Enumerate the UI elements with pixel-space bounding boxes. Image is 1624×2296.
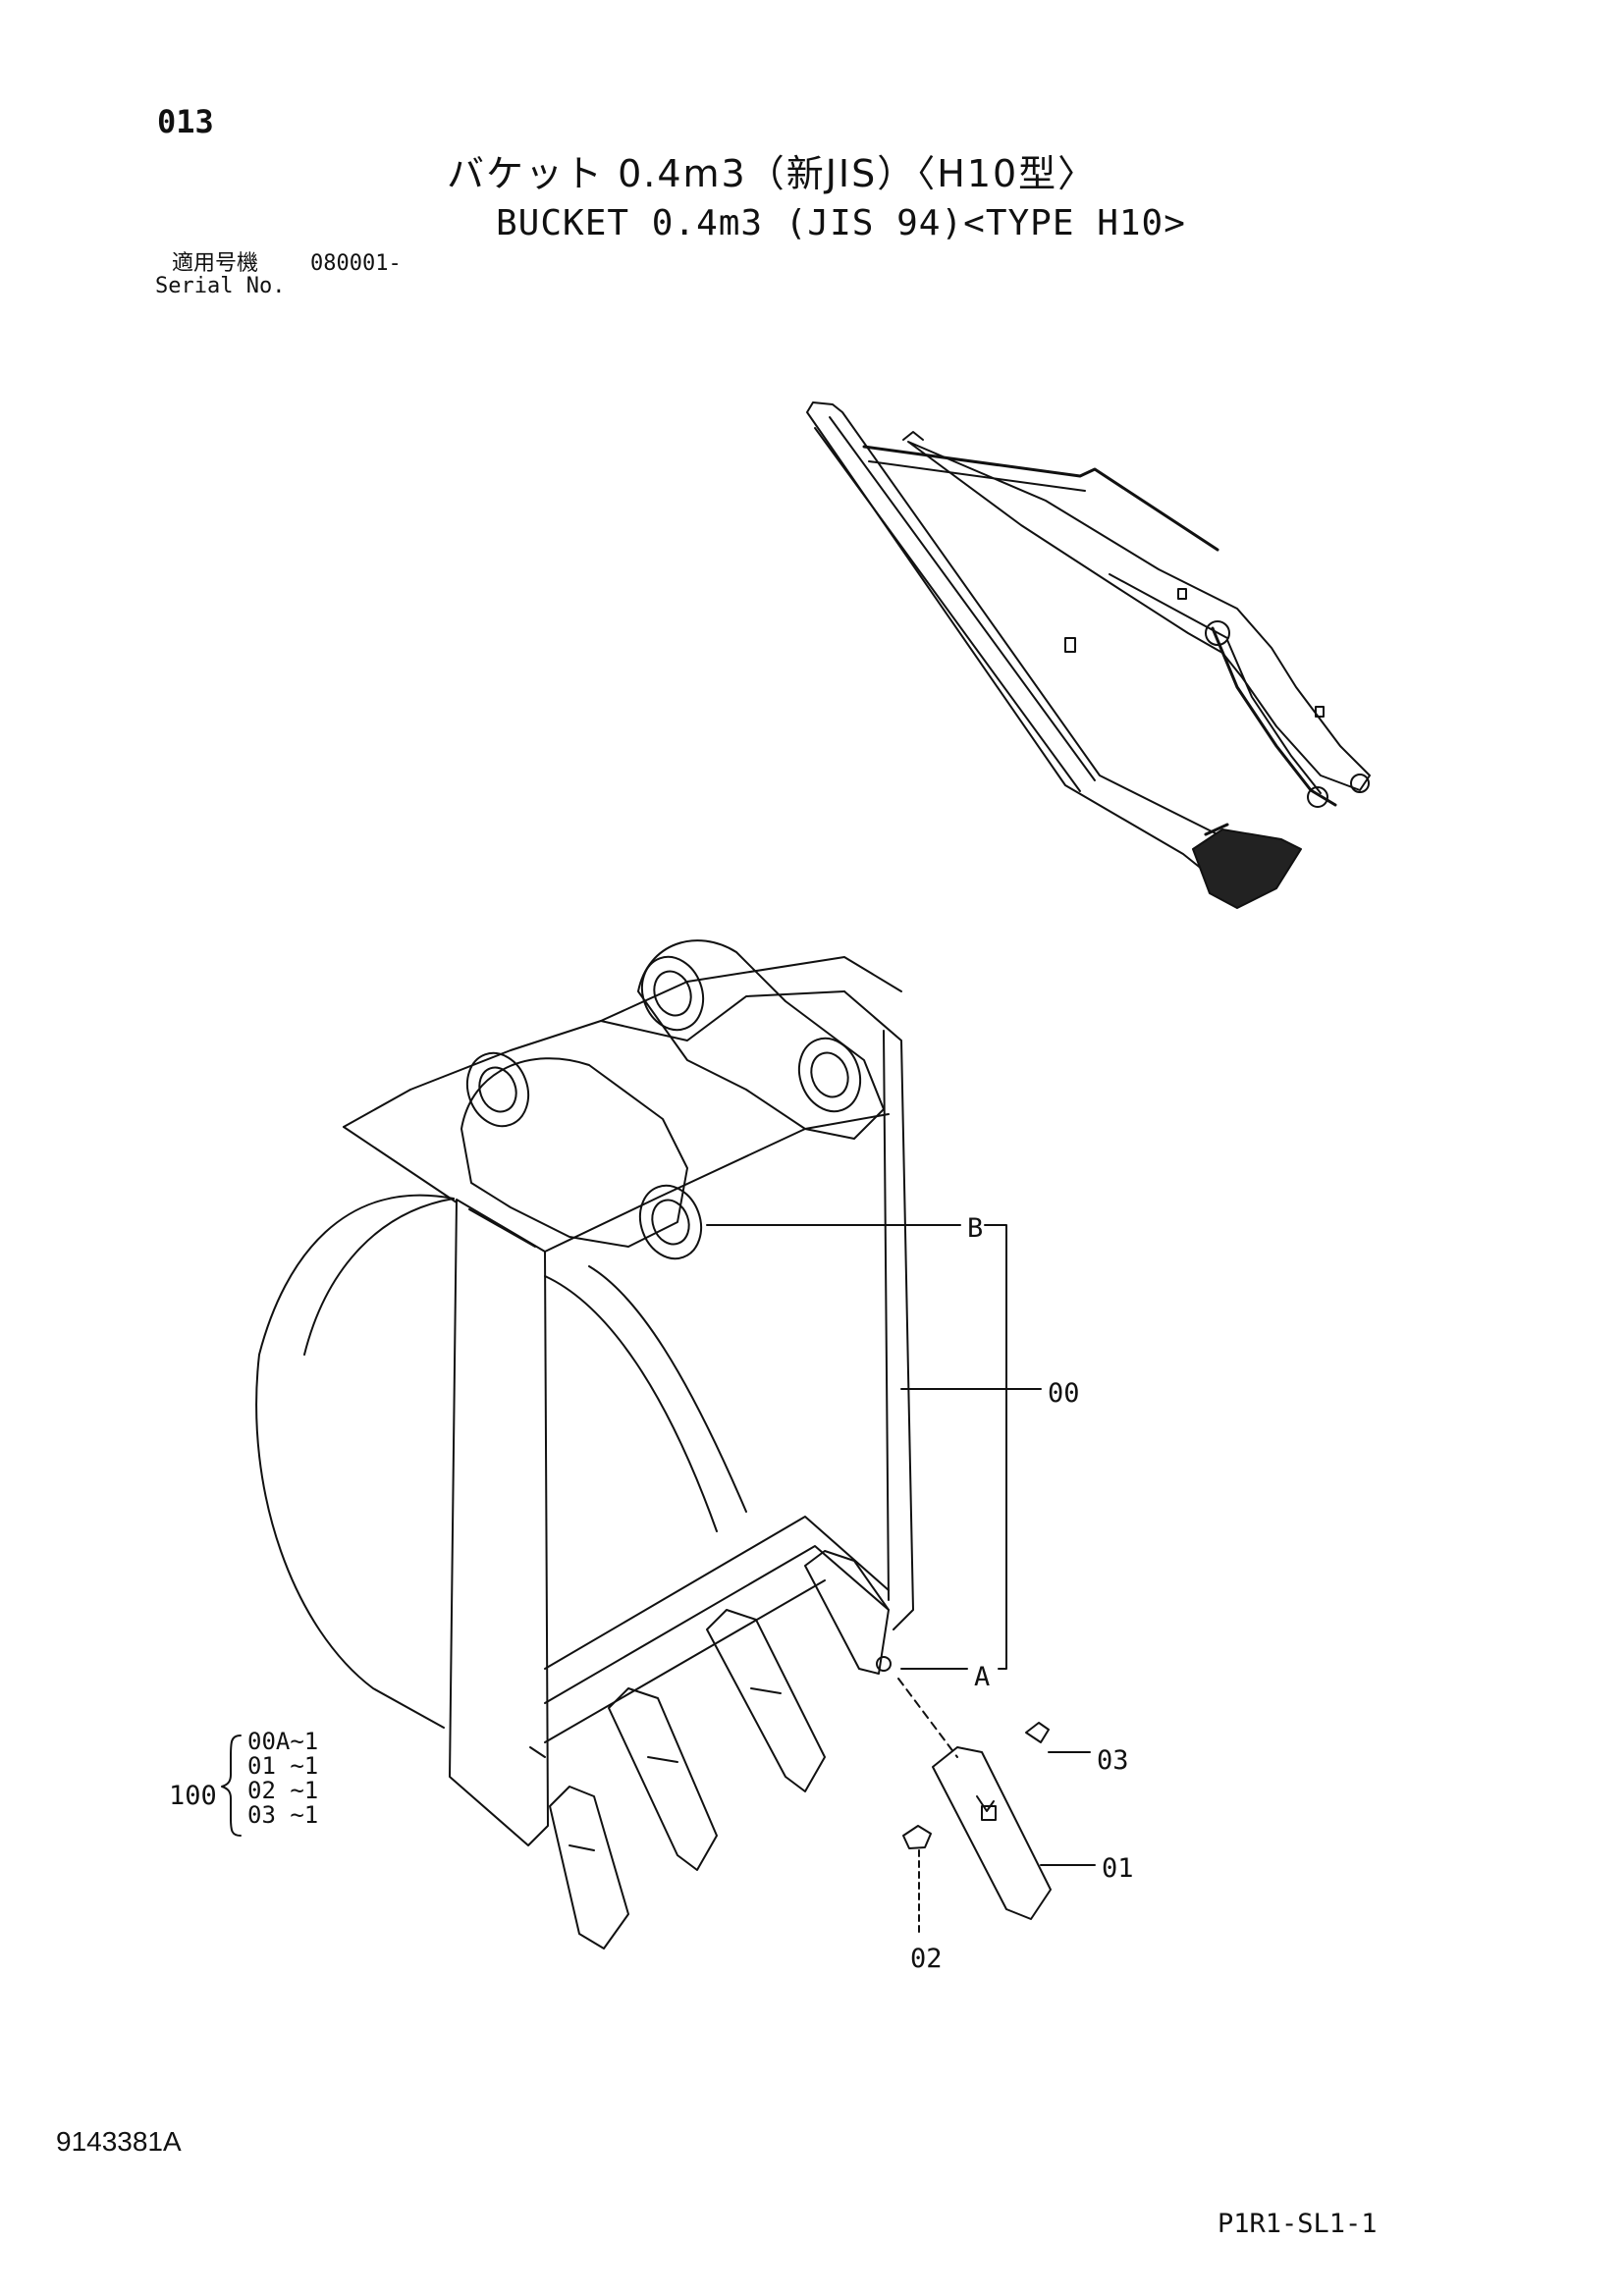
kit-line: 00A~1 [247,1728,319,1755]
excavator-arm-inset [806,401,1371,909]
pin-boss-bracket [460,939,885,1260]
tooth-lock [1025,1722,1050,1743]
kit-line: 02 ~1 [247,1777,319,1804]
callout-a: A [974,1662,991,1692]
tooth-pin [902,1825,932,1849]
tooth-detail [897,1678,1052,1920]
callout-b: B [967,1213,984,1244]
kit-line: 01 ~1 [247,1752,319,1780]
callout-part-00: 00 [1048,1378,1080,1409]
callout-part-02: 02 [910,1944,943,1974]
bucket-teeth [549,1550,892,1949]
callout-leaders [221,1224,1096,1937]
callout-part-01: 01 [1102,1853,1134,1884]
serial-label-japanese: 適用号機 [172,251,259,276]
page-number: 013 [157,103,214,140]
document-number: 9143381A [56,2126,182,2157]
kit-quantity-label: 100 [169,1781,217,1811]
page-title-english: BUCKET 0.4m3 (JIS 94)<TYPE H10> [496,203,1186,243]
serial-label-english: Serial No. [155,274,286,298]
kit-line: 03 ~1 [247,1801,319,1829]
bucket-assembly [255,939,914,1949]
page-title-japanese: バケット 0.4m3（新JIS）〈H10型〉 [447,152,1098,195]
callout-part-03: 03 [1097,1745,1129,1776]
serial-number-value: 080001- [310,251,402,276]
sheet-code: P1R1-SL1-1 [1218,2209,1378,2239]
